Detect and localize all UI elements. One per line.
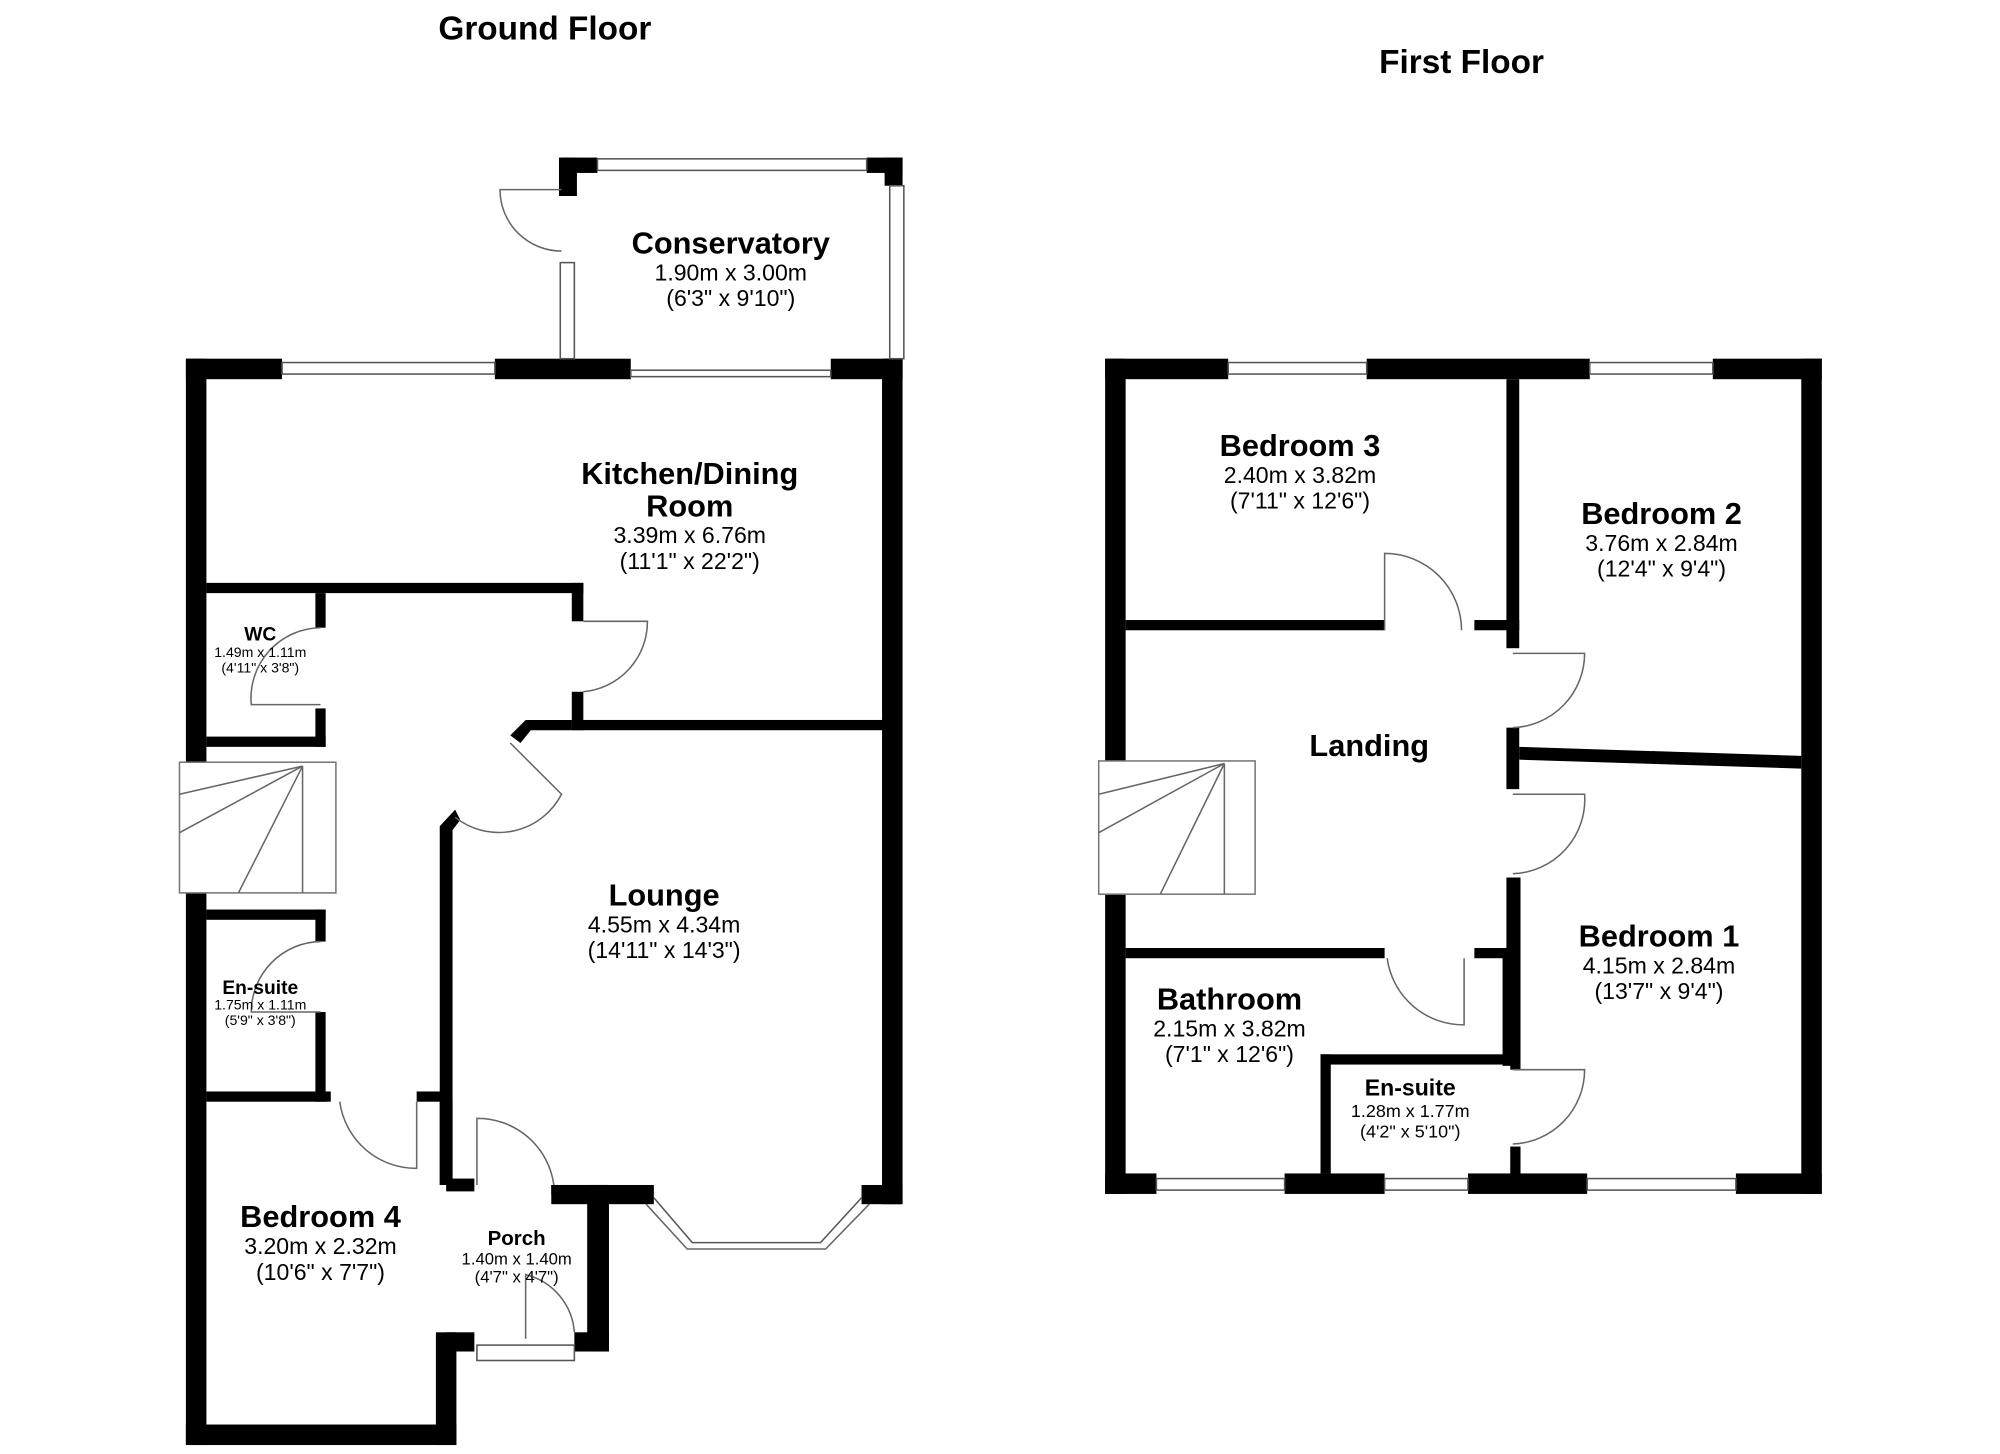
front-door-window <box>476 1344 576 1362</box>
window <box>1155 1177 1286 1191</box>
room-name: Bedroom 3 <box>1220 428 1381 463</box>
door-swing <box>1512 652 1586 729</box>
window <box>281 361 496 375</box>
room-name: WC <box>244 625 276 646</box>
room-bedroom-4: Bedroom 4 3.20m x 2.32m (10'6" x 7'7") <box>240 1199 401 1285</box>
room-name: En-suite <box>222 978 298 999</box>
room-bedroom-1: Bedroom 1 4.15m x 2.84m (13'7" x 9'4") <box>1579 919 1740 1005</box>
room-name: Conservatory <box>632 226 830 261</box>
room-ensuite-ground: En-suite 1.75m x 1.11m (5'9" x 3'8") <box>214 978 306 1028</box>
room-size-metric: 3.39m x 6.76m <box>613 522 766 548</box>
room-size-metric: 4.15m x 2.84m <box>1583 953 1736 979</box>
door-swing <box>524 1273 576 1339</box>
room-name: Bedroom 4 <box>240 1199 401 1234</box>
room-name: Bathroom <box>1157 981 1302 1016</box>
ground-doors <box>250 188 649 1339</box>
first-doors <box>1383 552 1586 1145</box>
door-swing <box>499 188 562 252</box>
first-floor-title: First Floor <box>1379 44 1544 81</box>
door-swing <box>338 1101 418 1170</box>
ground-floor: Ground Floor <box>178 11 905 1446</box>
door-swing <box>476 1117 555 1186</box>
room-size-metric: 2.40m x 3.82m <box>1224 462 1377 488</box>
room-porch: Porch 1.40m x 1.40m (4'7" x 4'7") <box>462 1227 572 1286</box>
room-conservatory: Conservatory 1.90m x 3.00m (6'3" x 9'10"… <box>632 226 830 312</box>
room-size-imperial: (7'11" x 12'6") <box>1230 488 1370 514</box>
room-size-imperial: (12'4" x 9'4") <box>1597 555 1726 581</box>
first-floor: First Floor <box>1097 44 1822 1194</box>
ground-stairs <box>178 761 337 894</box>
room-size-imperial: (4'11" x 3'8") <box>221 660 299 676</box>
bay-window <box>653 1197 863 1244</box>
window <box>1383 1177 1469 1191</box>
room-size-imperial: (6'3" x 9'10") <box>666 285 795 311</box>
ground-floor-title: Ground Floor <box>438 11 651 48</box>
room-size-metric: 1.28m x 1.77m <box>1351 1101 1470 1121</box>
room-size-metric: 1.40m x 1.40m <box>462 1249 572 1268</box>
door-swing <box>250 626 321 706</box>
room-name: Room <box>646 488 733 523</box>
ground-walls <box>185 157 903 1446</box>
room-bedroom-2: Bedroom 2 3.76m x 2.84m (12'4" x 9'4") <box>1581 496 1742 582</box>
room-size-imperial: (13'7" x 9'4") <box>1594 978 1723 1004</box>
room-bedroom-3: Bedroom 3 2.40m x 3.82m (7'11" x 12'6") <box>1220 428 1381 514</box>
room-name: En-suite <box>1365 1074 1456 1100</box>
door-swing <box>250 940 321 1013</box>
door-swing <box>1512 1068 1586 1145</box>
window <box>1588 361 1714 375</box>
window <box>559 261 576 360</box>
window <box>1586 1177 1737 1191</box>
room-size-imperial: (7'1" x 12'6") <box>1165 1041 1294 1067</box>
room-name: Landing <box>1309 728 1429 763</box>
room-size-metric: 1.49m x 1.11m <box>214 644 306 660</box>
room-name: Porch <box>488 1227 546 1250</box>
room-name: Lounge <box>609 878 720 913</box>
room-size-metric: 1.90m x 3.00m <box>655 260 808 286</box>
room-size-imperial: (11'1" x 22'2") <box>620 548 760 574</box>
room-size-imperial: (10'6" x 7'7") <box>256 1259 385 1285</box>
room-landing: Landing <box>1309 728 1429 763</box>
room-size-imperial: (4'7" x 4'7") <box>475 1267 559 1286</box>
room-size-metric: 2.15m x 3.82m <box>1153 1015 1306 1041</box>
door-swing <box>1383 552 1463 631</box>
room-wc: WC 1.49m x 1.11m (4'11" x 3'8") <box>214 625 306 676</box>
sliding-door <box>630 369 832 378</box>
room-size-imperial: (4'2" x 5'10") <box>1360 1122 1460 1142</box>
first-windows <box>1155 361 1737 1191</box>
room-ensuite-first: En-suite 1.28m x 1.77m (4'2" x 5'10") <box>1351 1074 1470 1141</box>
door-swing <box>454 742 563 834</box>
room-bathroom: Bathroom 2.15m x 3.82m (7'1" x 12'6") <box>1153 981 1306 1067</box>
room-name: Bedroom 1 <box>1579 919 1740 954</box>
door-swing <box>1386 958 1465 1026</box>
window <box>888 184 905 360</box>
window <box>596 158 868 172</box>
room-size-imperial: (14'11" x 14'3") <box>588 937 741 963</box>
room-size-metric: 1.75m x 1.11m <box>214 996 306 1012</box>
room-kitchen-dining: Kitchen/Dining Room 3.39m x 6.76m (11'1"… <box>581 456 798 574</box>
room-size-metric: 3.76m x 2.84m <box>1585 530 1738 556</box>
room-name: Bedroom 2 <box>1581 496 1742 531</box>
door-swing <box>583 620 649 693</box>
room-name: Kitchen/Dining <box>581 456 798 491</box>
room-size-imperial: (5'9" x 3'8") <box>225 1012 296 1028</box>
window <box>1227 361 1368 375</box>
room-size-metric: 3.20m x 2.32m <box>244 1233 397 1259</box>
room-lounge: Lounge 4.55m x 4.34m (14'11" x 14'3") <box>588 878 741 964</box>
door-swing <box>1512 793 1586 875</box>
first-stairs <box>1097 760 1256 895</box>
room-size-metric: 4.55m x 4.34m <box>588 912 741 938</box>
ground-windows <box>281 158 905 1362</box>
